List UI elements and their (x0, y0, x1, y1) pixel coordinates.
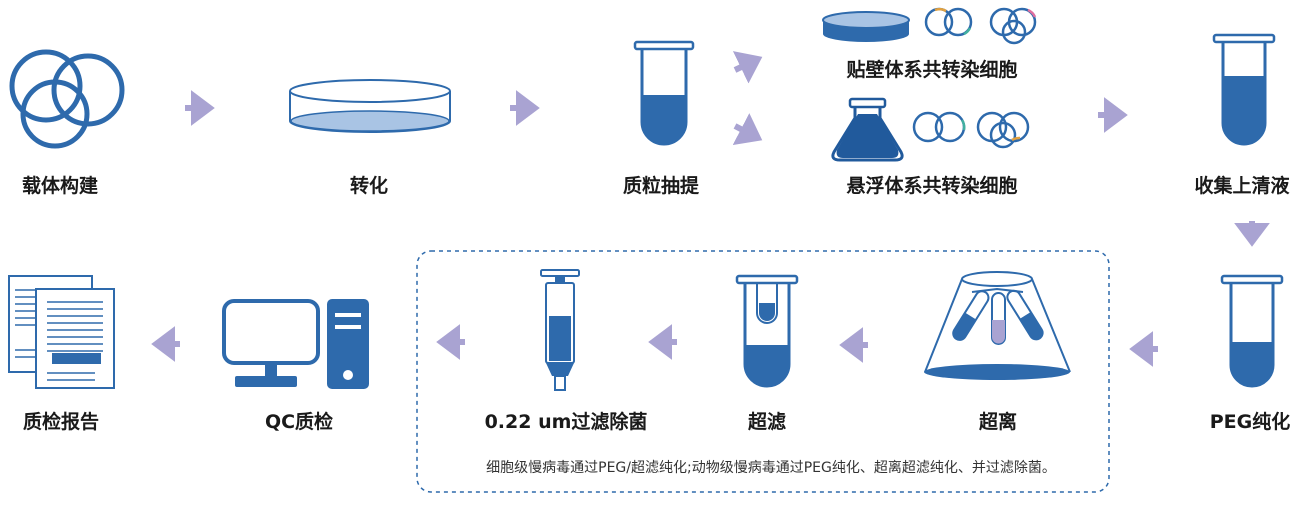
label-vector-construction: 载体构建 (21, 175, 99, 197)
syringe-filter-icon (540, 269, 580, 391)
plasmid-pair-icon-4 (976, 111, 1030, 149)
extraction-tube-icon (633, 40, 695, 146)
plasmid-pair-icon-3 (912, 111, 966, 143)
erlenmeyer-flask-icon (831, 97, 904, 162)
petri-dish-icon (289, 79, 451, 133)
label-ultrafiltration: 超滤 (747, 411, 787, 433)
ultrafiltration-tube-icon (735, 274, 799, 388)
flow-arrow-4 (732, 113, 763, 146)
label-plasmid-extraction: 质粒抽提 (622, 175, 700, 197)
plasmid-pair-icon-2 (989, 7, 1037, 45)
supernatant-tube-icon (1212, 33, 1276, 146)
peg-tube-icon (1220, 274, 1284, 388)
purification-group-box (416, 250, 1110, 493)
label-supernatant-collection: 收集上清液 (1194, 175, 1290, 197)
label-peg-purification: PEG纯化 (1209, 411, 1291, 433)
report-documents-icon (8, 275, 115, 389)
plasmid-rings-icon (9, 49, 125, 149)
label-adherent-transfection: 贴壁体系共转染细胞 (846, 59, 1018, 81)
label-filter-sterilization: 0.22 um过滤除菌 (484, 411, 648, 433)
computer-icon (222, 299, 369, 389)
label-transformation: 转化 (349, 175, 389, 197)
purification-note: 细胞级慢病毒通过PEG/超滤纯化;动物级慢病毒通过PEG纯化、超离超滤纯化、并过… (486, 460, 1056, 476)
plasmid-pair-icon-1 (924, 7, 973, 37)
label-ultracentrifugation: 超离 (978, 411, 1018, 433)
label-suspension-transfection: 悬浮体系共转染细胞 (846, 175, 1018, 197)
culture-dish-icon (822, 11, 910, 42)
ultracentrifuge-icon (924, 271, 1071, 380)
label-qc-report: 质检报告 (22, 411, 100, 433)
flow-arrow-3 (732, 51, 763, 84)
label-qc-check: QC质检 (264, 411, 334, 433)
